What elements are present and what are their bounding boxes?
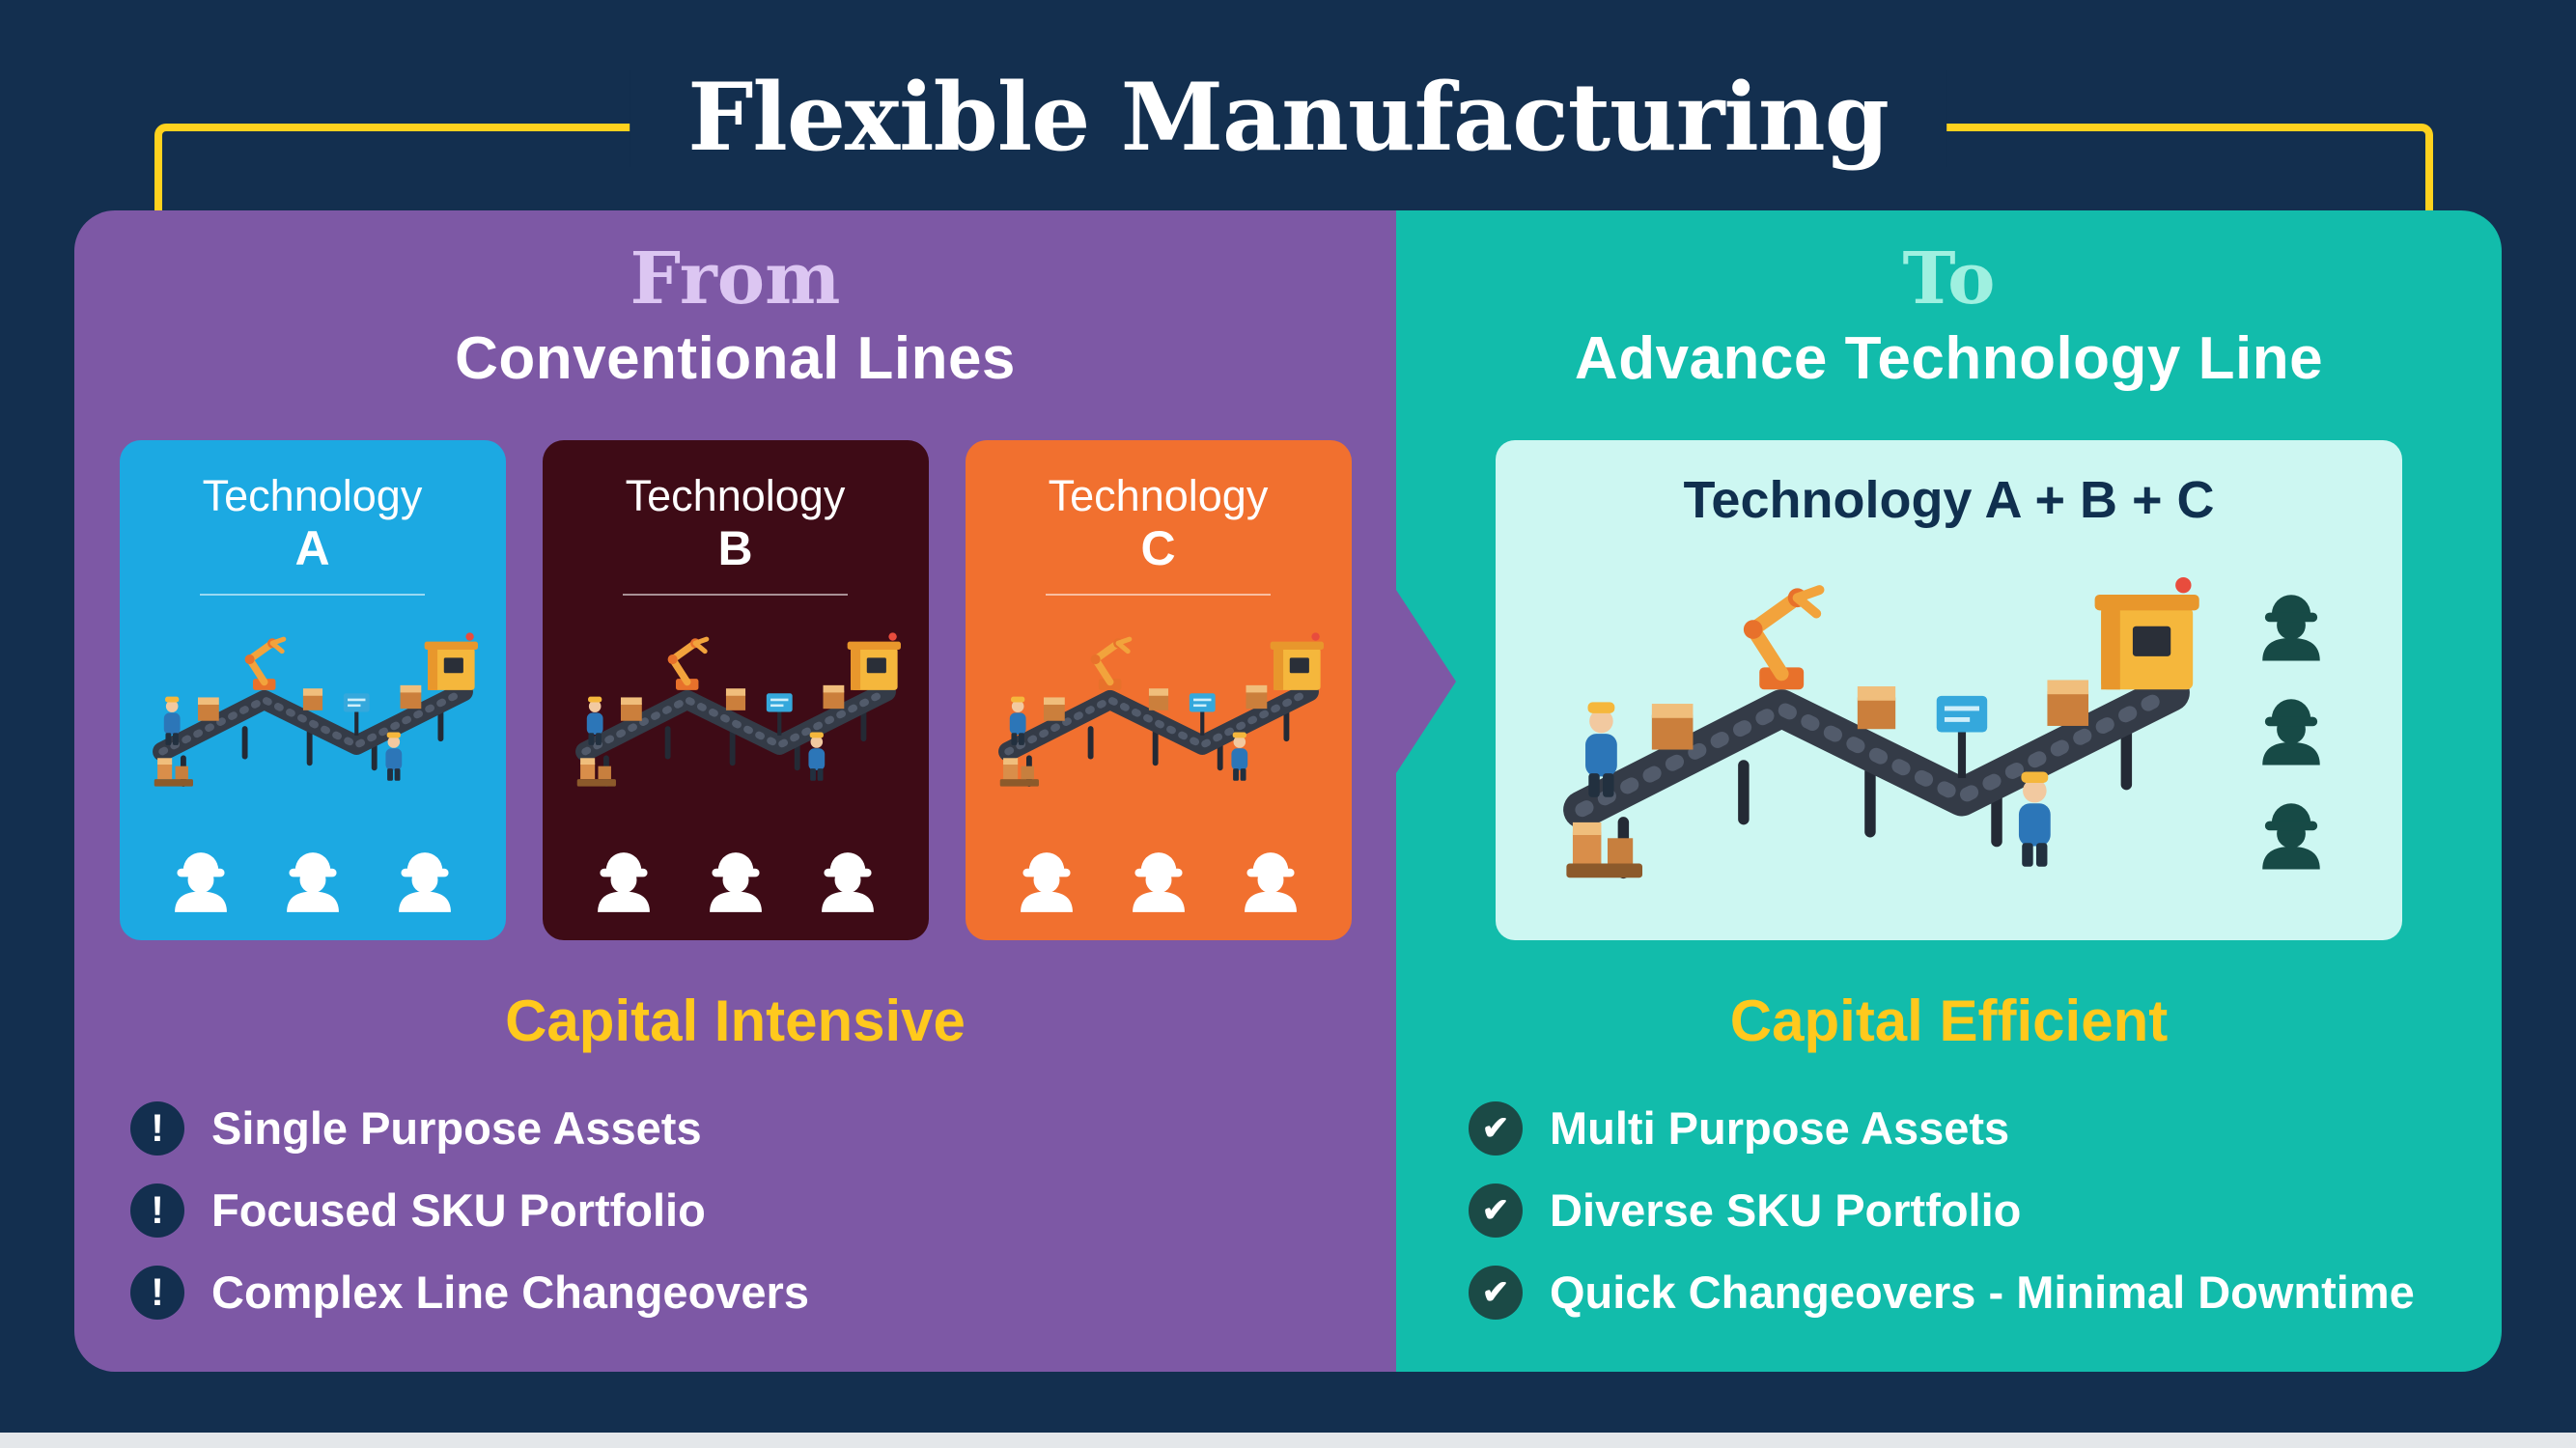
list-item: ! Focused SKU Portfolio bbox=[130, 1181, 1396, 1239]
worker-icon bbox=[2251, 792, 2332, 873]
bullet-text: Quick Changeovers - Minimal Downtime bbox=[1550, 1267, 2415, 1319]
right-subheading: Capital Efficient bbox=[1729, 989, 2169, 1054]
tech-card-label: Technology bbox=[202, 471, 423, 521]
tech-card-b: Technology B bbox=[542, 440, 929, 941]
worker-icon bbox=[699, 842, 772, 915]
tech-card-label: Technology bbox=[625, 471, 846, 521]
card-divider bbox=[1046, 594, 1271, 597]
tech-card-letter: A bbox=[294, 520, 330, 575]
left-panel-conventional: From Conventional Lines Technology A Tec… bbox=[74, 210, 1456, 1372]
left-subheading: Capital Intensive bbox=[505, 989, 966, 1054]
exclamation-icon: ! bbox=[130, 1265, 184, 1320]
list-item: ✔ Multi Purpose Assets bbox=[1469, 1099, 2502, 1157]
left-kicker: From bbox=[630, 237, 841, 320]
list-item: ✔ Diverse SKU Portfolio bbox=[1469, 1181, 2502, 1239]
worker-icon bbox=[276, 842, 350, 915]
worker-icon bbox=[164, 842, 238, 915]
tech-card-letter: C bbox=[1140, 520, 1176, 575]
card-divider bbox=[623, 594, 848, 597]
factory-line-illustration bbox=[989, 607, 1329, 812]
worker-icon bbox=[388, 842, 462, 915]
bullet-text: Complex Line Changeovers bbox=[211, 1267, 809, 1319]
combined-card-label: Technology A + B + C bbox=[1683, 471, 2215, 530]
transition-arrow bbox=[1396, 590, 1456, 773]
worker-icon bbox=[2251, 687, 2332, 768]
bullet-text: Focused SKU Portfolio bbox=[211, 1184, 706, 1237]
right-bullet-list: ✔ Multi Purpose Assets ✔ Diverse SKU Por… bbox=[1396, 1099, 2502, 1322]
tech-card-a: Technology A bbox=[119, 440, 506, 941]
worker-icon bbox=[2251, 583, 2332, 664]
right-kicker: To bbox=[1902, 237, 1996, 320]
bullet-text: Single Purpose Assets bbox=[211, 1102, 702, 1155]
tech-card-letter: B bbox=[717, 520, 753, 575]
check-icon: ✔ bbox=[1469, 1265, 1523, 1320]
factory-line-illustration bbox=[566, 607, 906, 812]
workers-row bbox=[164, 842, 462, 915]
bullet-text: Multi Purpose Assets bbox=[1550, 1102, 2010, 1155]
combined-card-body bbox=[1534, 538, 2364, 917]
bottom-strip bbox=[0, 1433, 2576, 1448]
worker-icon bbox=[587, 842, 660, 915]
tech-card-abc: Technology A + B + C bbox=[1496, 440, 2402, 941]
check-icon: ✔ bbox=[1469, 1183, 1523, 1238]
page-title: Flexible Manufacturing bbox=[630, 69, 1946, 167]
card-divider bbox=[200, 594, 425, 597]
left-heading: Conventional Lines bbox=[455, 325, 1016, 392]
workers-row bbox=[587, 842, 884, 915]
tech-card-label: Technology bbox=[1048, 471, 1269, 521]
factory-line-illustration bbox=[143, 607, 483, 812]
exclamation-icon: ! bbox=[130, 1183, 184, 1238]
left-bullet-list: ! Single Purpose Assets ! Focused SKU Po… bbox=[74, 1099, 1396, 1322]
exclamation-icon: ! bbox=[130, 1100, 184, 1156]
workers-row bbox=[1010, 842, 1307, 915]
worker-icon bbox=[1122, 842, 1195, 915]
right-panel-advanced: To Advance Technology Line Technology A … bbox=[1396, 210, 2502, 1372]
worker-icon bbox=[1234, 842, 1307, 915]
factory-line-illustration bbox=[1534, 538, 2219, 917]
bullet-text: Diverse SKU Portfolio bbox=[1550, 1184, 2022, 1237]
check-icon: ✔ bbox=[1469, 1100, 1523, 1156]
tech-card-c: Technology C bbox=[965, 440, 1352, 941]
list-item: ! Single Purpose Assets bbox=[130, 1099, 1396, 1157]
list-item: ✔ Quick Changeovers - Minimal Downtime bbox=[1469, 1263, 2502, 1322]
worker-icon bbox=[1010, 842, 1083, 915]
right-heading: Advance Technology Line bbox=[1574, 325, 2324, 392]
technology-cards-row: Technology A Technology B bbox=[74, 440, 1396, 941]
list-item: ! Complex Line Changeovers bbox=[130, 1263, 1396, 1322]
workers-column bbox=[2219, 538, 2364, 917]
worker-icon bbox=[811, 842, 884, 915]
